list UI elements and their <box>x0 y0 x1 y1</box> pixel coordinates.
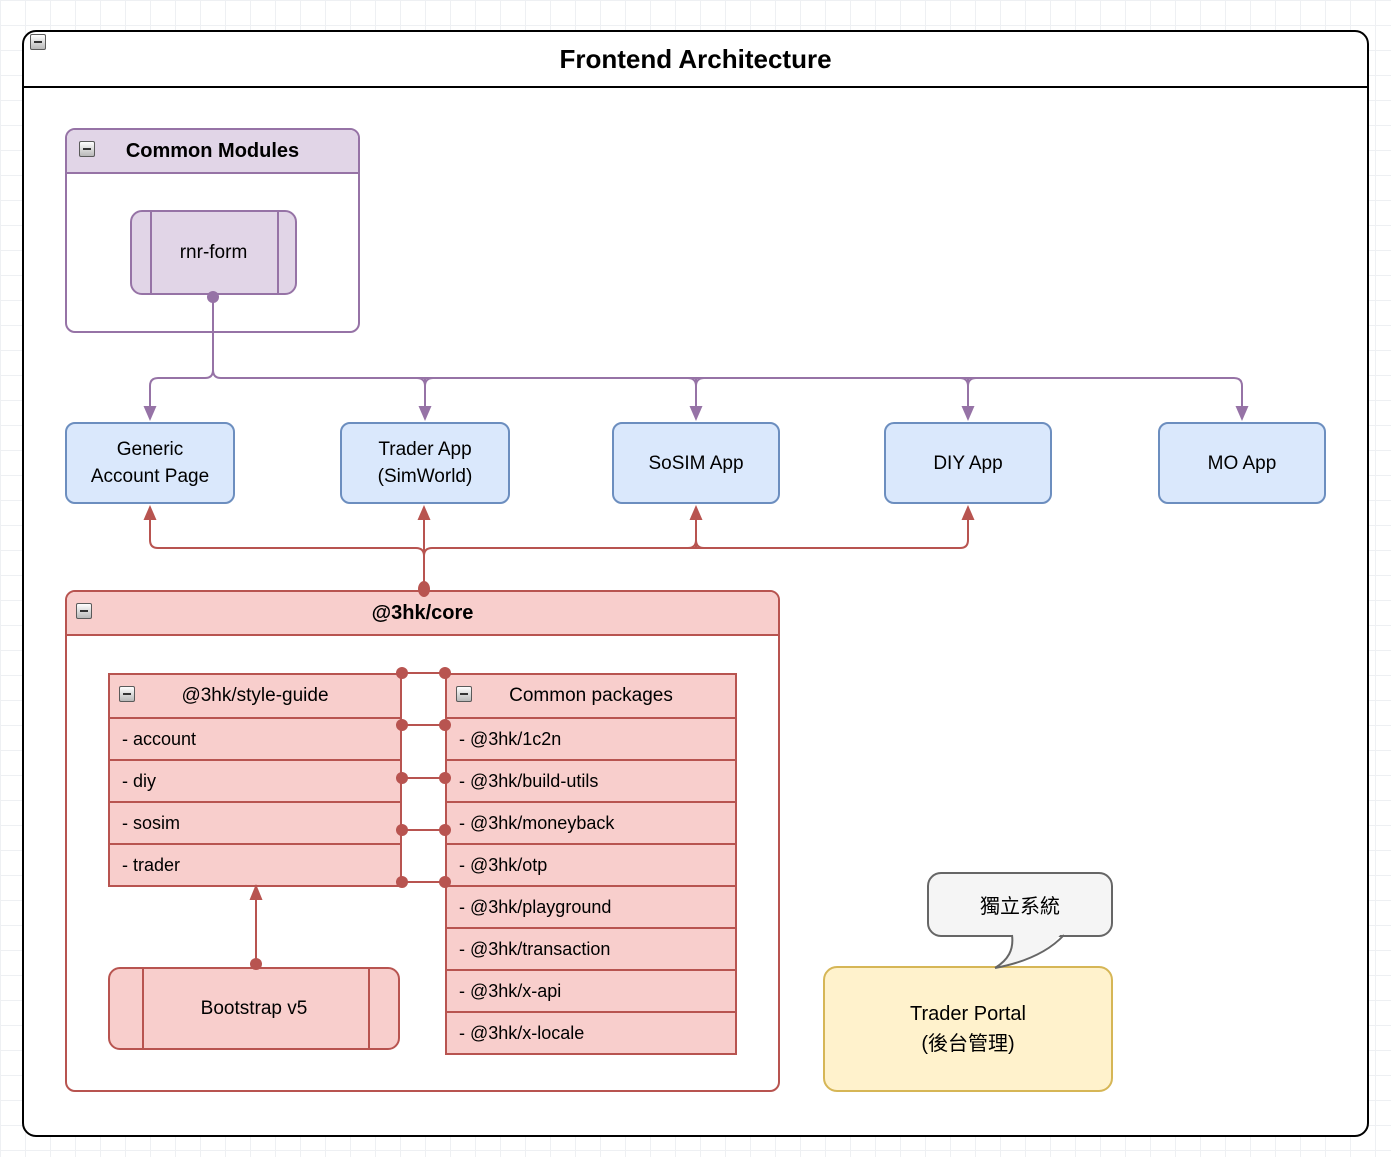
style-guide-list[interactable]: @3hk/style-guide - account - diy - sosim… <box>108 673 402 887</box>
collapse-icon[interactable] <box>119 686 135 702</box>
collapse-icon[interactable] <box>456 686 472 702</box>
list-item[interactable]: - diy <box>110 759 400 801</box>
common-packages-list[interactable]: Common packages - @3hk/1c2n - @3hk/build… <box>445 673 737 1055</box>
app-label: MO App <box>1207 452 1277 474</box>
trader-portal-label: Trader Portal (後台管理) <box>910 1003 1026 1055</box>
bootstrap-label: Bootstrap v5 <box>200 997 308 1019</box>
process-bar-right <box>277 212 279 293</box>
app-box-sosim-app[interactable]: SoSIM App <box>612 422 780 504</box>
list-item[interactable]: - @3hk/x-locale <box>447 1011 735 1053</box>
frame-titlebar: Frontend Architecture <box>24 32 1367 88</box>
app-label: DIY App <box>933 452 1003 474</box>
list-item[interactable]: - trader <box>110 843 400 885</box>
list-item[interactable]: - @3hk/x-api <box>447 969 735 1011</box>
bootstrap-box[interactable]: Bootstrap v5 <box>108 967 400 1050</box>
callout-label: 獨立系統 <box>980 896 1060 918</box>
app-label: Trader App (SimWorld) <box>377 439 473 487</box>
process-bar-left <box>142 969 144 1048</box>
collapse-icon[interactable] <box>30 34 46 50</box>
list-item[interactable]: - sosim <box>110 801 400 843</box>
list-item[interactable]: - @3hk/transaction <box>447 927 735 969</box>
rnr-form-box[interactable]: rnr-form <box>130 210 297 295</box>
core-titlebar: @3hk/core <box>67 592 778 636</box>
common-modules-title: Common Modules <box>125 139 300 162</box>
app-box-mo-app[interactable]: MO App <box>1158 422 1326 504</box>
list-item[interactable]: - @3hk/build-utils <box>447 759 735 801</box>
app-label: Generic Account Page <box>90 439 210 487</box>
style-guide-title: @3hk/style-guide <box>181 685 329 706</box>
core-title: @3hk/core <box>371 601 474 624</box>
collapse-icon[interactable] <box>76 603 92 619</box>
list-item[interactable]: - account <box>110 717 400 759</box>
app-box-generic-account-page[interactable]: Generic Account Page <box>65 422 235 504</box>
app-label: SoSIM App <box>648 452 744 474</box>
app-box-trader-app[interactable]: Trader App (SimWorld) <box>340 422 510 504</box>
common-modules-titlebar: Common Modules <box>67 130 358 174</box>
process-bar-left <box>150 212 152 293</box>
standalone-callout-bubble[interactable]: 獨立系統 <box>927 872 1113 937</box>
list-item[interactable]: - @3hk/otp <box>447 843 735 885</box>
common-modules-container[interactable]: Common Modules <box>65 128 360 333</box>
list-item[interactable]: - @3hk/1c2n <box>447 717 735 759</box>
page-title: Frontend Architecture <box>559 43 832 74</box>
list-item[interactable]: - @3hk/moneyback <box>447 801 735 843</box>
rnr-form-label: rnr-form <box>179 241 248 263</box>
trader-portal-box[interactable]: Trader Portal (後台管理) <box>823 966 1113 1092</box>
style-guide-header: @3hk/style-guide <box>110 675 400 717</box>
app-box-diy-app[interactable]: DIY App <box>884 422 1052 504</box>
common-packages-header: Common packages <box>447 675 735 717</box>
list-item[interactable]: - @3hk/playground <box>447 885 735 927</box>
process-bar-right <box>368 969 370 1048</box>
common-packages-title: Common packages <box>509 685 673 706</box>
collapse-icon[interactable] <box>79 141 95 157</box>
